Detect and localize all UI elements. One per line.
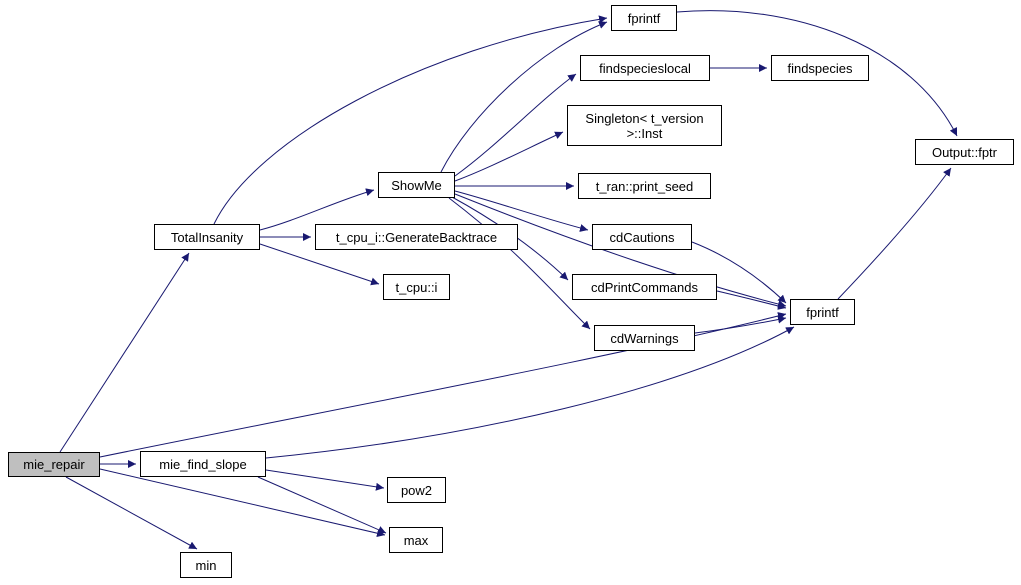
edge-mie_repair-max	[99, 468, 386, 538]
edge-cd_print_commands-fprintf_right	[716, 290, 787, 310]
edge-total_insanity-show_me	[259, 188, 375, 231]
edge-mie_find_slope-pow2	[265, 469, 385, 491]
node-fprintf-top[interactable]: fprintf	[611, 5, 677, 31]
edge-mie_repair-min	[65, 476, 198, 550]
node-cd-cautions[interactable]: cdCautions	[592, 224, 692, 250]
edge-total_insanity-t_cpu_i	[259, 243, 380, 286]
edge-show_me-fprintf_right	[454, 193, 787, 308]
edge-show_me-singleton_inst	[454, 131, 564, 182]
edge-mie_find_slope-max	[257, 476, 387, 534]
edge-mie_repair-fprintf_right	[99, 312, 787, 458]
edge-show_me-findspecieslocal	[454, 73, 577, 177]
node-cd-print-commands[interactable]: cdPrintCommands	[572, 274, 717, 300]
node-t-cpu-i[interactable]: t_cpu::i	[383, 274, 450, 300]
edge-mie_find_slope-fprintf_right	[265, 326, 795, 459]
node-findspecieslocal[interactable]: findspecieslocal	[580, 55, 710, 81]
node-show-me[interactable]: ShowMe	[378, 172, 455, 198]
edge-cd_cautions-fprintf_right	[691, 241, 787, 304]
node-total-insanity[interactable]: TotalInsanity	[154, 224, 260, 250]
edge-show_me-fprintf_top	[440, 21, 608, 173]
node-cd-warnings[interactable]: cdWarnings	[594, 325, 695, 351]
edge-fprintf_right-output_fptr	[837, 167, 952, 300]
node-pow2[interactable]: pow2	[387, 477, 446, 503]
edge-fprintf_top-output_fptr	[676, 10, 958, 137]
node-print-seed[interactable]: t_ran::print_seed	[578, 173, 711, 199]
node-fprintf-right[interactable]: fprintf	[790, 299, 855, 325]
node-singleton-inst[interactable]: Singleton< t_version >::Inst	[567, 105, 722, 146]
node-findspecies[interactable]: findspecies	[771, 55, 869, 81]
node-generate-backtrace[interactable]: t_cpu_i::GenerateBacktrace	[315, 224, 518, 250]
node-min[interactable]: min	[180, 552, 232, 578]
edge-show_me-cd_warnings	[448, 197, 591, 330]
edge-show_me-cd_print_commands	[451, 196, 569, 281]
node-mie-repair: mie_repair	[8, 452, 100, 477]
node-output-fptr[interactable]: Output::fptr	[915, 139, 1014, 165]
edge-show_me-cd_cautions	[454, 190, 589, 232]
edge-cd_warnings-fprintf_right	[694, 315, 787, 334]
edge-mie_repair-total_insanity	[59, 252, 190, 453]
edge-total_insanity-fprintf_top	[213, 15, 608, 225]
node-max[interactable]: max	[389, 527, 443, 553]
node-mie-find-slope[interactable]: mie_find_slope	[140, 451, 266, 477]
